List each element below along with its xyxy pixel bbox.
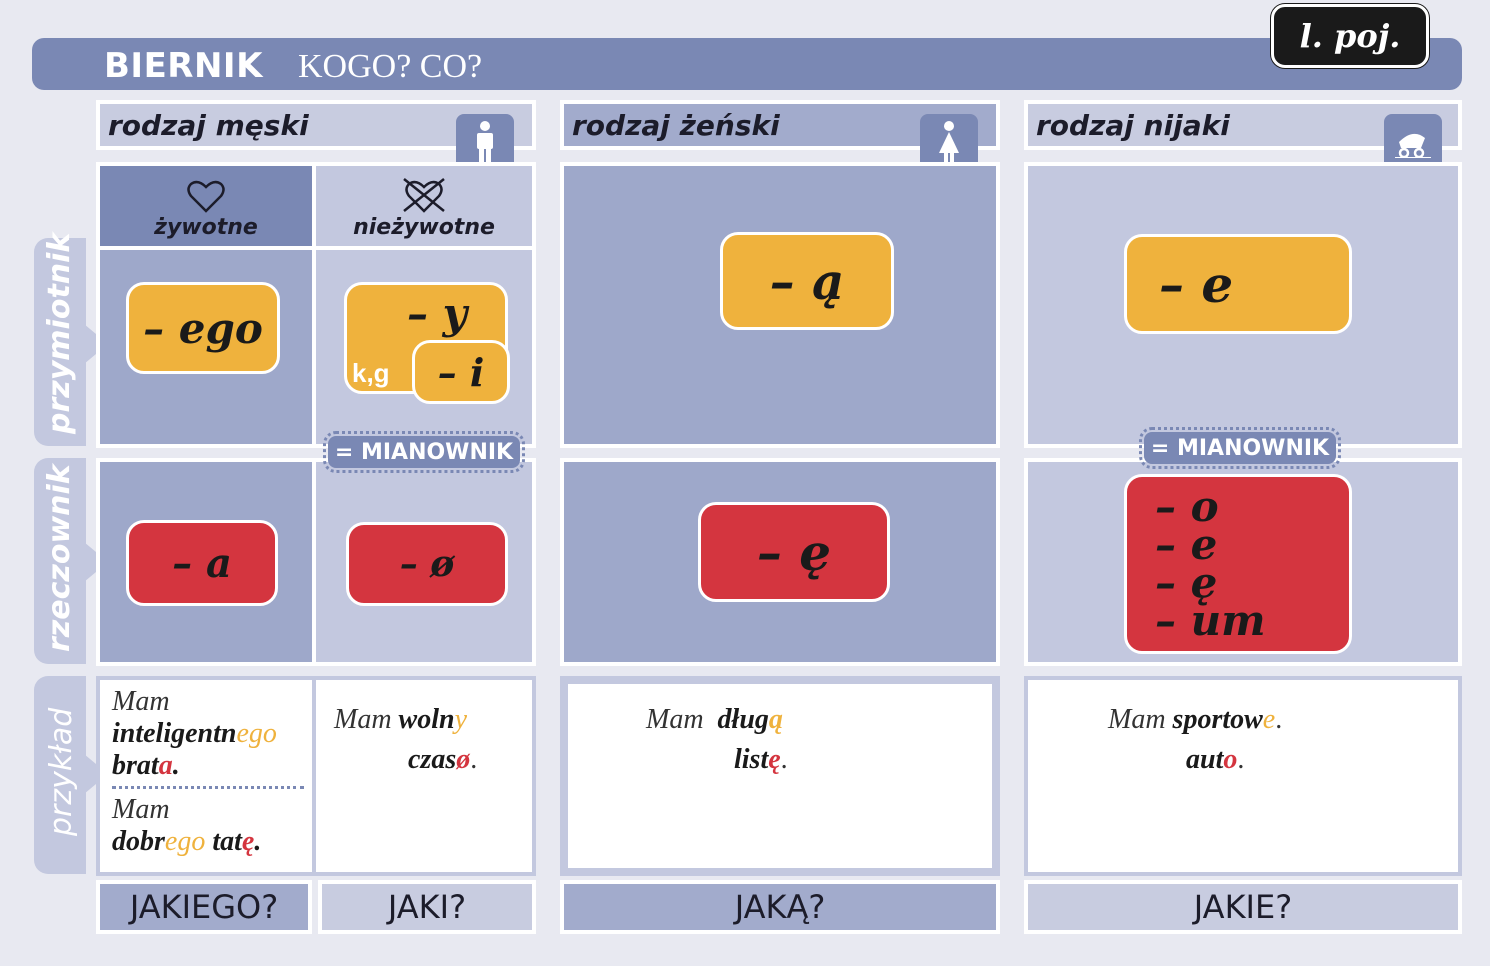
- kg-label: k,g: [352, 358, 390, 388]
- mianownik-badge-neut: = MIANOWNIK: [1139, 427, 1341, 469]
- gender-label-masculine: rodzaj męski: [108, 108, 309, 142]
- heart-icon: [187, 180, 225, 213]
- example-period: .: [470, 744, 478, 775]
- example-fem-cell: [560, 676, 1000, 876]
- example-adj-stem: dług: [717, 704, 769, 735]
- example-masc-animate-1: Mam inteligentnego brata.: [112, 686, 308, 782]
- subhead-animate-label: żywotne: [154, 215, 258, 240]
- example-adj-ending: ą: [768, 704, 783, 735]
- example-noun-stem: brat: [112, 750, 159, 781]
- noun-fem-cell: [560, 458, 1000, 666]
- example-word-mam: Mam: [112, 794, 170, 825]
- example-adj-ending: ego: [164, 826, 206, 857]
- ending-noun-neut-o: – o: [1155, 482, 1219, 531]
- side-tab-noun: rzeczownik: [34, 458, 108, 664]
- example-noun-stem: czas: [408, 744, 457, 775]
- example-word-mam: Mam: [334, 704, 392, 735]
- question-neut: JAKIE?: [1024, 880, 1462, 934]
- mianownik-badge-masc: = MIANOWNIK: [323, 431, 525, 473]
- ending-adj-masc-animate: – ego: [126, 282, 280, 374]
- subhead-inanimate: nieżywotne: [312, 162, 536, 250]
- ending-noun-neut-um: – um: [1155, 596, 1266, 645]
- example-noun-ending: ę: [241, 826, 255, 857]
- dotted-divider: [112, 786, 304, 789]
- gender-label-neuter: rodzaj nijaki: [1036, 108, 1230, 142]
- example-adj-ending: ego: [236, 718, 277, 749]
- example-adj-ending: y: [454, 704, 468, 735]
- page-title: BIERNIK: [104, 46, 263, 86]
- subhead-animate: żywotne: [96, 162, 316, 250]
- example-noun-ending: ę: [768, 744, 781, 775]
- number-badge: l. poj.: [1271, 4, 1429, 68]
- example-word-mam: Mam: [646, 704, 704, 735]
- header-bar: [32, 38, 1462, 90]
- crossed-heart-icon: [403, 178, 445, 213]
- ending-adj-fem: – ą: [720, 232, 894, 330]
- side-label-example: przykład: [44, 707, 79, 836]
- ending-noun-neut: – o – e – ę – um: [1124, 474, 1352, 654]
- side-label-noun: rzeczownik: [42, 464, 77, 652]
- gender-label-feminine: rodzaj żeński: [572, 108, 780, 142]
- example-adj-stem: inteligentn: [112, 718, 237, 749]
- ending-adj-neut: – e: [1124, 234, 1352, 334]
- side-label-adjective: przymiotnik: [42, 232, 77, 434]
- question-masc-inanimate: JAKI?: [318, 880, 536, 934]
- question-masc-animate: JAKIEGO?: [96, 880, 312, 934]
- example-adj-stem: dobr: [112, 826, 165, 857]
- ending-noun-fem: – ę: [698, 502, 890, 602]
- example-noun-ending: ø: [456, 744, 471, 775]
- ending-adj-masc-inanimate-kg: – i: [412, 340, 510, 404]
- example-masc-animate-cell: [96, 676, 316, 876]
- ending-noun-neut-e-nasal: – ę: [1155, 558, 1218, 607]
- example-masc-inanimate: Mam wolny czasø.: [334, 700, 524, 780]
- subhead-inanimate-label: nieżywotne: [353, 215, 495, 240]
- example-noun-ending: o: [1223, 744, 1238, 775]
- example-noun-ending: a: [158, 750, 173, 781]
- side-tab-example: przykład: [34, 676, 108, 874]
- example-period: .: [1275, 704, 1283, 735]
- example-neut-cell: [1024, 676, 1462, 876]
- ending-noun-neut-e: – e: [1155, 520, 1218, 569]
- example-noun-stem: list: [734, 744, 769, 775]
- example-adj-ending: e: [1262, 704, 1276, 735]
- example-word-mam: Mam: [1108, 704, 1166, 735]
- example-period: .: [254, 826, 262, 857]
- side-tab-adjective: przymiotnik: [34, 233, 108, 446]
- example-period: .: [780, 744, 788, 775]
- example-word-mam: Mam: [112, 686, 170, 717]
- example-fem: Mam długą listę.: [646, 700, 946, 780]
- ending-noun-masc-inanimate: – ø: [346, 522, 508, 606]
- example-masc-animate-2: Mam dobrego tatę.: [112, 794, 308, 858]
- example-noun-stem: tat: [212, 826, 242, 857]
- example-masc-inanimate-cell: [312, 676, 536, 876]
- example-noun-stem: aut: [1186, 744, 1224, 775]
- ending-adj-masc-inanimate-text: – y: [406, 289, 467, 338]
- ending-noun-masc-animate: – a: [126, 520, 278, 606]
- example-adj-stem: woln: [398, 704, 455, 735]
- example-period: .: [1237, 744, 1245, 775]
- example-neut: Mam sportowe. auto.: [1108, 700, 1428, 780]
- example-adj-stem: sportow: [1172, 704, 1263, 735]
- page-subtitle: KOGO? CO?: [298, 48, 483, 85]
- example-period: .: [172, 750, 180, 781]
- question-fem: JAKĄ?: [560, 880, 1000, 934]
